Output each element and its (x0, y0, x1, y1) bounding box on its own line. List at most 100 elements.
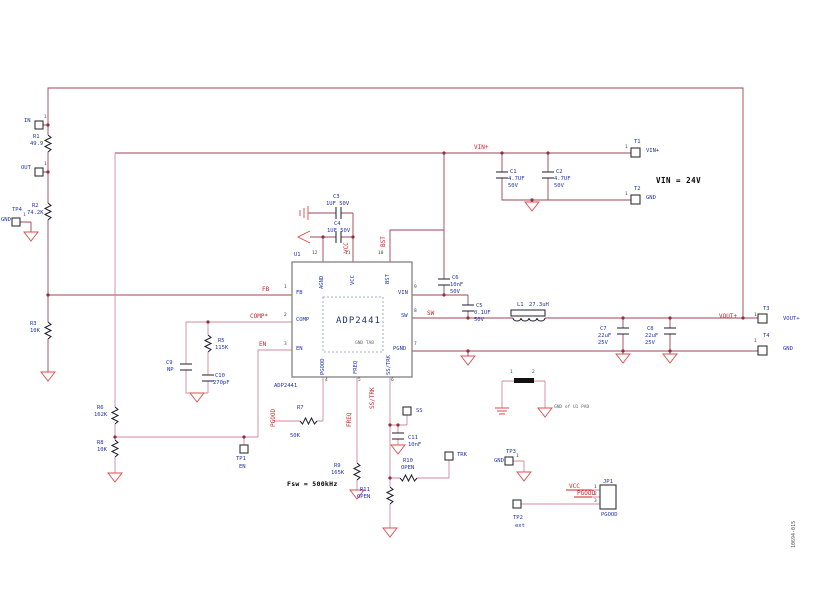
testpoint-tp2 (512, 499, 522, 509)
c6-ref: C6 (452, 275, 459, 281)
r1-value: 49.9 (30, 141, 44, 147)
l1-value: 27.3uH (529, 302, 549, 308)
r6-value: 162K (94, 412, 108, 418)
c9-value: NP (167, 367, 174, 373)
capacitor-c11 (392, 432, 404, 440)
c8-value: 22uF (645, 333, 659, 339)
l1-ref: L1 (517, 302, 524, 308)
jumper-shunt (514, 378, 534, 383)
junction-dots (46, 123, 745, 480)
ic-pin-name-vcc: VCC (350, 275, 356, 285)
c1-ref: C1 (510, 169, 517, 175)
gnd-c11 (390, 444, 406, 455)
gnd-c8 (662, 353, 678, 364)
r1-ref: R1 (33, 134, 40, 140)
net-label-jp-vcc: VCC (569, 483, 580, 490)
c3-ref: C3 (333, 194, 340, 200)
capacitor-c10 (202, 374, 214, 382)
gnd-cin (524, 201, 540, 212)
gnd-r11 (382, 527, 398, 538)
net-label-bst: BST (380, 236, 387, 247)
terminal-t1 (630, 147, 641, 158)
tp3-pin: 1 (516, 454, 519, 459)
c2-value: 4.7UF (554, 176, 571, 182)
c6-rating: 50V (450, 289, 460, 295)
ic-pin-name-pgnd: PGND (393, 346, 407, 352)
net-label-comp: COMP* (250, 313, 269, 320)
c8-ref: C8 (647, 326, 654, 332)
tp4-ref: TP4 (12, 207, 22, 213)
c4-ref: C4 (334, 221, 341, 227)
t4-ref: T4 (763, 333, 770, 339)
ic-exposed-pad (322, 296, 384, 353)
t4-net: GND (783, 346, 793, 352)
r7-value: 50K (290, 433, 300, 439)
t3-net: VOUT+ (783, 316, 800, 322)
c1-value: 4.7UF (508, 176, 525, 182)
gnd-r9 (349, 489, 365, 500)
ic-pin-num-5: 5 (358, 378, 361, 383)
c6-value: 10nF (450, 282, 464, 288)
c4-value: 1UF 50V (327, 228, 351, 234)
resistor-r3 (43, 321, 53, 340)
ic-sub-label: ADP2441 (274, 383, 298, 389)
ic-pin-name-en: EN (296, 346, 303, 352)
ic-pin-num-7: 7 (414, 342, 417, 347)
resistor-r5 (203, 334, 213, 353)
tp2-net: ext (515, 523, 525, 529)
net-label-vin-plus: VIN+ (474, 144, 489, 151)
gnd-r8 (107, 472, 123, 483)
r8-ref: R8 (97, 440, 104, 446)
jp1-connector-body (599, 484, 617, 510)
terminal-out (34, 167, 44, 177)
resistor-r10 (399, 473, 418, 483)
ic-pin-num-12: 12 (312, 251, 318, 256)
jumper-pin-2: 2 (532, 370, 535, 375)
net-label-fb: FB (262, 286, 270, 293)
terminal-trk (444, 451, 454, 461)
capacitor-c5 (462, 304, 474, 312)
resistor-r2 (43, 202, 53, 221)
ic-tab-label: GND TAB (355, 341, 374, 346)
ic-pin-name-pgood: PGOOD (320, 358, 326, 375)
gnd-jumper-right (537, 407, 553, 418)
c1-rating: 50V (508, 183, 518, 189)
resistor-r11 (385, 486, 395, 505)
capacitor-symbols (180, 171, 676, 440)
net-label-sw: SW (427, 310, 435, 317)
ic-ref: U1 (294, 252, 301, 258)
r2-value: 74.2K (27, 210, 44, 216)
ic-pin-num-6: 6 (391, 378, 394, 383)
jp1-pin-2: 2 (594, 492, 597, 497)
r11-value: OPEN (357, 494, 371, 500)
r9-value: 165K (331, 470, 345, 476)
ic-pin-name-freq: FREQ (353, 360, 359, 374)
gnd-c3 (299, 206, 309, 220)
terminal-out-pin: 1 (44, 162, 47, 167)
terminal-ss (402, 406, 412, 416)
tp2-ref: TP2 (513, 515, 523, 521)
c3-value: 1UF 50V (326, 201, 350, 207)
c5-value: 0.1UF (474, 310, 491, 316)
ic-pin-num-2: 2 (284, 313, 287, 318)
ic-pin-num-11: 11 (345, 251, 351, 256)
ic-pin-num-3: 3 (284, 342, 287, 347)
tp3-ref: TP3 (506, 449, 516, 455)
jp1-pin-3: 3 (594, 499, 597, 504)
capacitor-c6 (438, 278, 450, 286)
capacitor-c4 (335, 231, 342, 243)
ic-pin-name-agnd: AGND (319, 275, 325, 289)
jp1-pin-1: 1 (594, 485, 597, 490)
ic-pin-num-9: 9 (414, 285, 417, 290)
t1-net: VIN+ (646, 148, 660, 154)
capacitor-c8 (664, 327, 676, 335)
net-label-jp-pgood: PGOOD (577, 490, 596, 497)
tp1-net: EN (239, 464, 246, 470)
c7-rating: 25V (598, 340, 608, 346)
gnd-pad-note: GND of U1 PAD (554, 405, 590, 410)
capacitor-c9 (180, 363, 192, 371)
r8-value: 10K (97, 447, 107, 453)
c2-rating: 50V (554, 183, 564, 189)
resistor-symbols (43, 134, 418, 505)
resistor-r6 (110, 406, 120, 425)
